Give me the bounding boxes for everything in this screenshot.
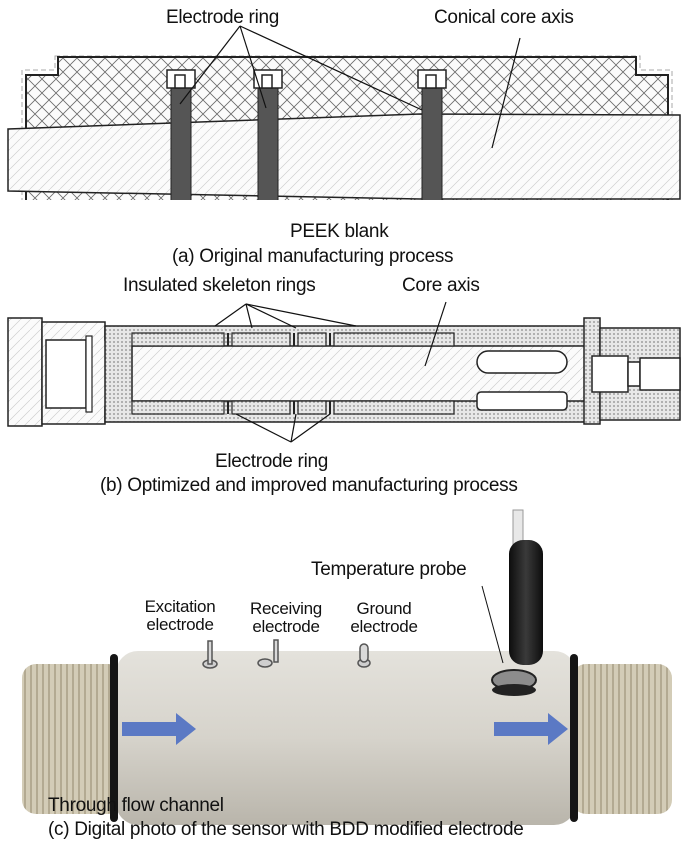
left-thread bbox=[22, 664, 122, 814]
panel-b-leader-lines bbox=[214, 301, 447, 443]
probe-cable bbox=[509, 540, 543, 665]
right-oring bbox=[570, 654, 578, 822]
caption-c: (c) Digital photo of the sensor with BDD… bbox=[48, 819, 524, 840]
flow-arrow-left bbox=[122, 713, 196, 745]
left-flange bbox=[7, 317, 43, 427]
electrode-ring-3 bbox=[421, 87, 443, 200]
blank-outline bbox=[21, 55, 673, 200]
right-thread bbox=[572, 664, 672, 814]
label-electrode-ring-b: Electrode ring bbox=[215, 451, 329, 472]
left-nut bbox=[41, 321, 131, 425]
label-through-flow-channel: Through flow channel bbox=[48, 795, 224, 816]
electrode-terminals bbox=[202, 639, 371, 669]
label-temperature-probe: Temperature probe bbox=[311, 559, 467, 580]
temperature-probe-leader bbox=[481, 585, 504, 664]
flow-arrow-right bbox=[494, 713, 568, 745]
label-receiving-electrode: Receiving electrode bbox=[236, 600, 336, 636]
label-insulated-skeleton-rings: Insulated skeleton rings bbox=[123, 275, 316, 296]
ground-line-1: Ground bbox=[356, 599, 412, 618]
slot-bottom bbox=[476, 391, 568, 411]
label-peek-blank: PEEK blank bbox=[290, 221, 389, 242]
excitation-line-1: Excitation bbox=[144, 597, 216, 616]
core-axis-body bbox=[131, 345, 593, 402]
electrode-ring-2 bbox=[257, 87, 279, 200]
electrode-rings bbox=[166, 69, 447, 200]
probe-fitting bbox=[491, 669, 537, 691]
label-electrode-ring-a: Electrode ring bbox=[166, 7, 280, 28]
label-conical-core-axis: Conical core axis bbox=[434, 7, 574, 28]
ground-line-2: electrode bbox=[350, 617, 418, 636]
conical-core bbox=[7, 113, 681, 200]
probe-wire bbox=[512, 509, 524, 561]
label-ground-electrode: Ground electrode bbox=[334, 600, 434, 636]
receiving-line-1: Receiving bbox=[250, 599, 322, 618]
tube-shell bbox=[104, 325, 586, 423]
receiving-line-2: electrode bbox=[252, 617, 320, 636]
label-core-axis: Core axis bbox=[402, 275, 480, 296]
label-excitation-electrode: Excitation electrode bbox=[130, 598, 230, 634]
caption-b: (b) Optimized and improved manufacturing… bbox=[100, 475, 518, 496]
panel-a-leader-lines bbox=[179, 25, 521, 149]
right-connector bbox=[599, 327, 681, 421]
electrode-ring-1 bbox=[170, 87, 192, 200]
slot-top bbox=[476, 350, 568, 374]
excitation-line-2: electrode bbox=[146, 615, 214, 634]
right-collar bbox=[583, 317, 601, 425]
panel-a-diagram bbox=[7, 25, 681, 200]
caption-a: (a) Original manufacturing process bbox=[172, 246, 454, 267]
